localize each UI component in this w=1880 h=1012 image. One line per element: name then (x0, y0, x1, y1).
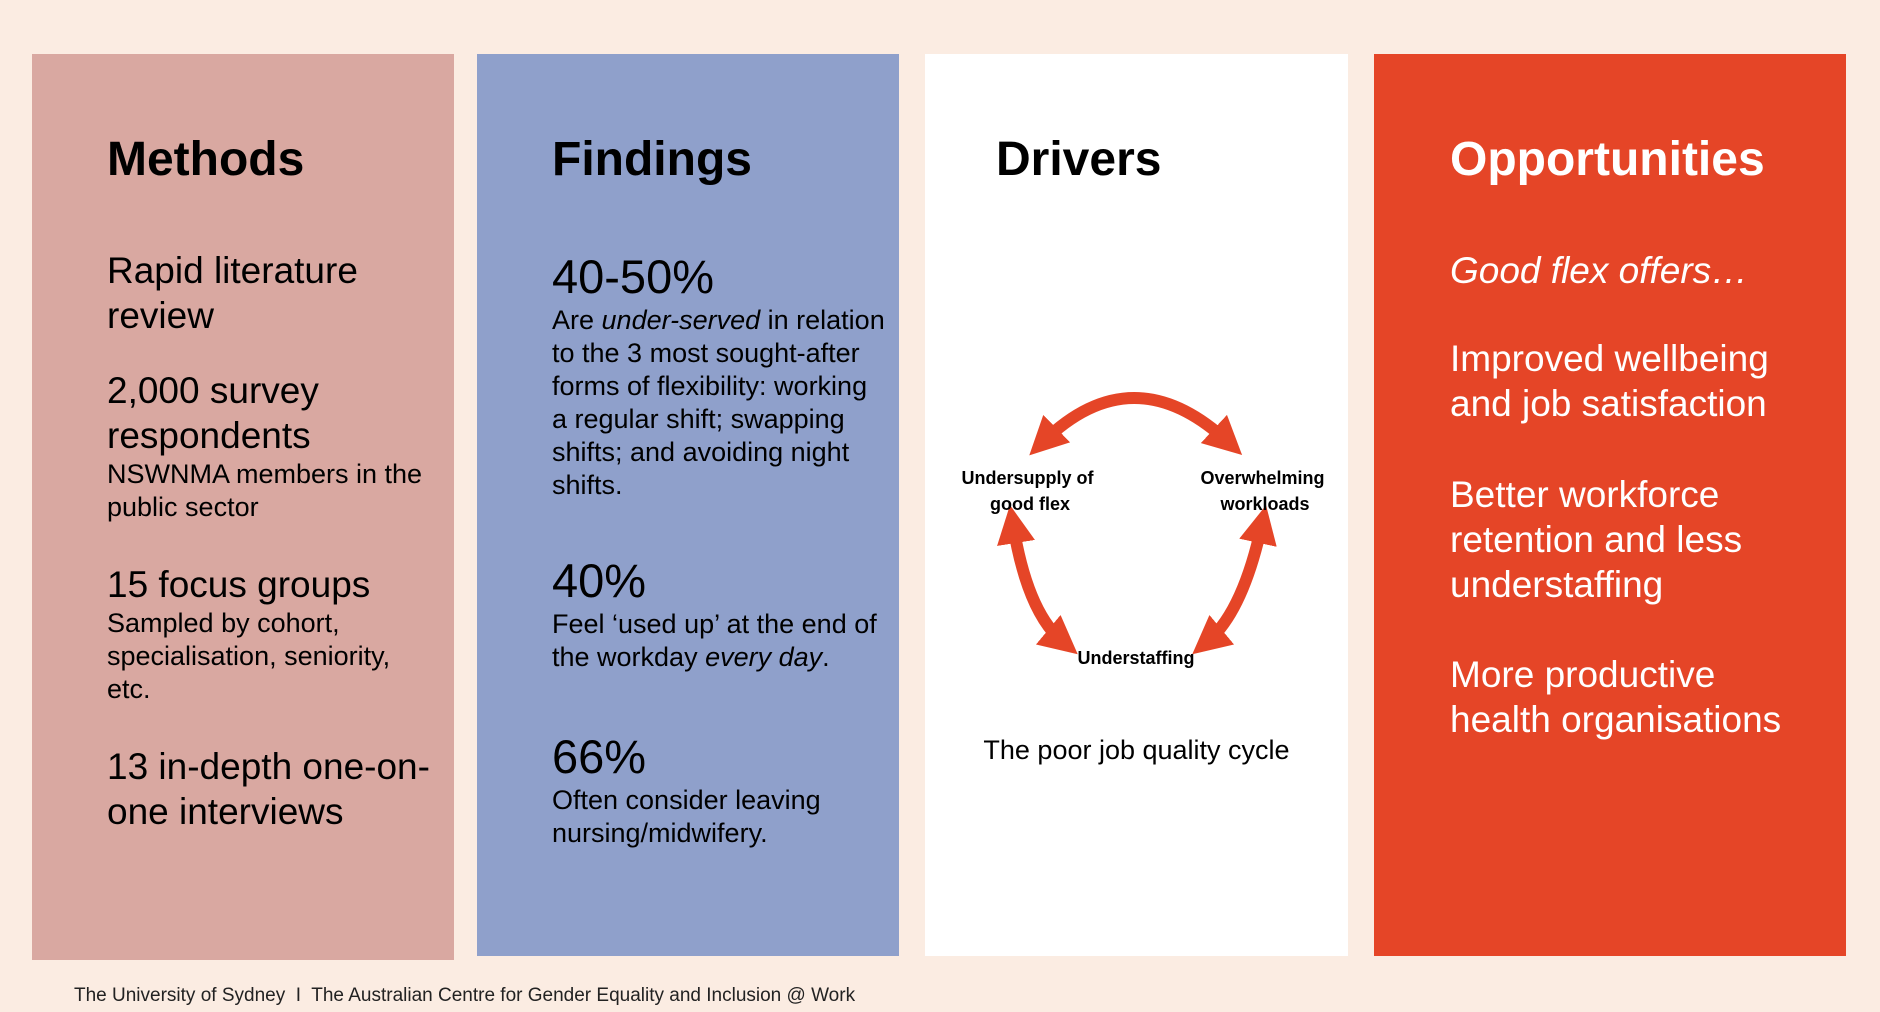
finding-text-part: in relation to the 3 most sought-after f… (552, 305, 885, 500)
opportunities-title: Opportunities (1450, 133, 1765, 186)
cycle-arrow-left (997, 505, 1078, 655)
opportunity-item: Improved wellbeing and job satisfaction (1450, 338, 1769, 424)
finding-value: 40-50% (552, 250, 714, 303)
cycle-node-right: Overwhelming workloads (1200, 468, 1329, 514)
cycle-node-bottom: Understaffing (1078, 648, 1195, 668)
cycle-diagram: Undersupply of good flex Overwhelming wo… (961, 392, 1329, 668)
drivers-title: Drivers (996, 133, 1162, 186)
footer: The University of Sydney I The Australia… (74, 985, 856, 1006)
finding-stat: 66% Often consider leaving nursing/midwi… (552, 730, 887, 850)
finding-text-part: Feel ‘used up’ at the end of the workday (552, 609, 877, 672)
cycle-node-left: Undersupply of good flex (961, 468, 1098, 514)
opportunity-item: More productive health organisations (1450, 654, 1782, 740)
methods-title: Methods (107, 133, 305, 186)
cycle-node-left-line: good flex (990, 494, 1070, 514)
cycle-node-right-line: Overwhelming (1200, 468, 1324, 488)
cycle-arrow-top (1029, 392, 1243, 456)
drivers-panel: Drivers Undersupply of good flex Overwhe… (925, 54, 1348, 956)
finding-text: Often consider leaving nursing/midwifery… (552, 784, 887, 850)
methods-item: 13 in-depth one-on-one interviews (107, 744, 437, 834)
finding-text: Are under-served in relation to the 3 mo… (552, 304, 887, 502)
finding-value: 66% (552, 730, 647, 783)
finding-value: 40% (552, 554, 647, 607)
methods-item: Rapid literature review (107, 248, 437, 338)
methods-item: 15 focus groups Sampled by cohort, speci… (107, 562, 437, 706)
finding-text-emphasis: under-served (601, 305, 761, 335)
methods-item: 2,000 survey respondents NSWNMA members … (107, 368, 437, 524)
opportunities-intro: Good flex offers… (1450, 250, 1749, 291)
cycle-node-right-line: workloads (1219, 494, 1309, 514)
opportunities-panel: Opportunities Good flex offers… Improved… (1374, 54, 1846, 956)
opportunity-item: Better workforce retention and less unde… (1450, 474, 1743, 605)
finding-stat: 40% Feel ‘used up’ at the end of the wor… (552, 554, 887, 674)
methods-item-heading: 15 focus groups (107, 564, 371, 605)
methods-item-heading: 13 in-depth one-on-one interviews (107, 746, 430, 832)
findings-title: Findings (552, 133, 752, 186)
cycle-node-left-line: Undersupply of (961, 468, 1094, 488)
methods-item-detail: NSWNMA members in the public sector (107, 459, 423, 522)
methods-panel: Methods Rapid literature review 2,000 su… (32, 54, 454, 960)
finding-text-part: Often consider leaving nursing/midwifery… (552, 785, 821, 848)
cycle-arrow-right (1192, 505, 1277, 655)
methods-item-heading: Rapid literature review (107, 250, 358, 336)
finding-text-part: Are (552, 305, 602, 335)
drivers-caption: The poor job quality cycle (983, 735, 1290, 765)
finding-stat: 40-50% Are under-served in relation to t… (552, 250, 887, 502)
finding-text: Feel ‘used up’ at the end of the workday… (552, 608, 887, 674)
findings-panel: Findings 40-50% Are under-served in rela… (477, 54, 899, 956)
finding-text-part: . (822, 642, 830, 672)
methods-item-heading: 2,000 survey respondents (107, 370, 319, 456)
finding-text-emphasis: every day (705, 642, 823, 672)
methods-item-detail: Sampled by cohort, specialisation, senio… (107, 608, 391, 704)
